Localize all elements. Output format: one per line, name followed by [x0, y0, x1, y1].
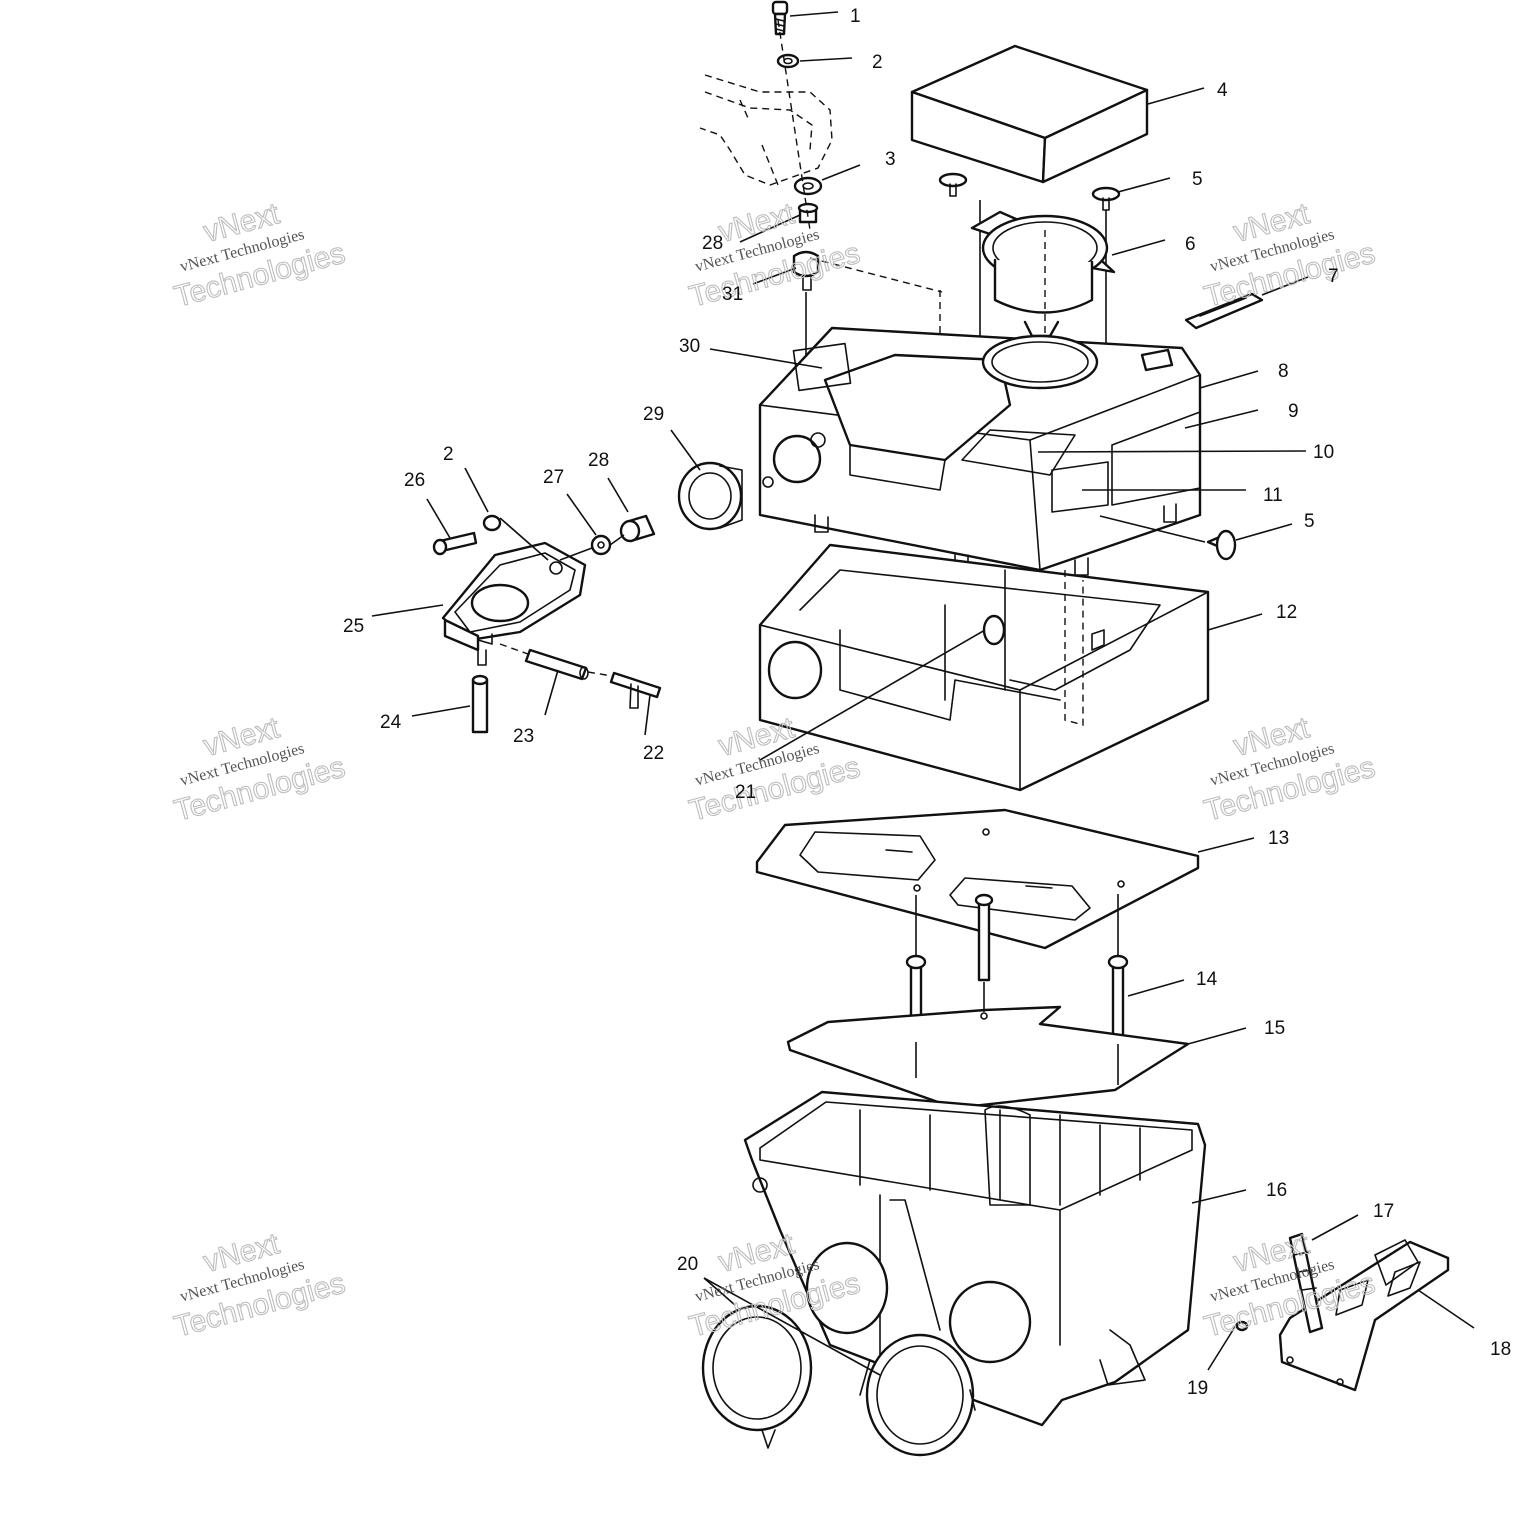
- part-17-strap: [1288, 1232, 1324, 1334]
- callout-13: 13: [1268, 828, 1289, 849]
- part-23-hose: [524, 648, 589, 681]
- part-11-decal: [1051, 461, 1109, 513]
- part-15-lower-plate: [786, 1005, 1190, 1110]
- part-30-decal: [792, 342, 852, 392]
- callout-2-lower: 2: [443, 444, 454, 465]
- callout-24: 24: [380, 712, 402, 733]
- callout-20: 20: [677, 1254, 698, 1275]
- callout-12: 12: [1276, 602, 1297, 623]
- callout-5-lower: 5: [1304, 511, 1315, 532]
- part-5-push-rivet-lower: [1099, 515, 1237, 561]
- part-16-airbox-base: [743, 1090, 1207, 1427]
- callout-21: 21: [735, 782, 756, 803]
- part-25-fuel-pump: [441, 541, 587, 666]
- watermark-top-right: vNext vNext Technologies Technologies: [1200, 197, 1379, 315]
- callout-2-upper: 2: [872, 52, 883, 73]
- part-4-filter-foam: [910, 44, 1149, 184]
- part-8-airbox-cover: [758, 326, 1202, 576]
- part-7-clip: [1184, 292, 1264, 330]
- part-14-standoffs: [905, 893, 1129, 1044]
- callout-30: 30: [679, 336, 700, 357]
- part-27-washer: [590, 534, 612, 556]
- callout-3: 3: [885, 149, 896, 170]
- callout-1: 1: [850, 6, 861, 27]
- watermark-mid-right: vNext vNext Technologies Technologies: [1200, 711, 1379, 829]
- part-24-hose: [471, 674, 489, 734]
- callout-16: 16: [1266, 1180, 1287, 1201]
- callout-leaders: [371, 11, 1475, 1376]
- part-12-airbox-housing: [758, 543, 1210, 792]
- callout-5-upper: 5: [1192, 169, 1203, 190]
- callout-18: 18: [1490, 1339, 1511, 1360]
- callout-17: 17: [1373, 1201, 1394, 1222]
- callout-14: 14: [1196, 969, 1218, 990]
- part-29-grommet: [677, 461, 743, 531]
- part-1-screw: [771, 0, 789, 36]
- part-2-nut-upper: [776, 53, 800, 69]
- callout-22: 22: [643, 743, 664, 764]
- part-9-decal: [1111, 411, 1201, 506]
- callout-28-top: 28: [702, 233, 723, 254]
- part-20-couplers: [701, 1304, 976, 1457]
- part-3-washer: [793, 176, 823, 224]
- callout-8: 8: [1278, 361, 1289, 382]
- carburetor-outline: [699, 74, 833, 186]
- callout-26: 26: [404, 470, 425, 491]
- callout-15: 15: [1264, 1018, 1285, 1039]
- part-13-gasket-plate: [755, 808, 1200, 950]
- callout-25: 25: [343, 616, 364, 637]
- part-18-bracket: [1278, 1239, 1450, 1392]
- watermark-mid-left: vNext vNext Technologies Technologies: [170, 711, 349, 829]
- part-6-intake-adapter: [970, 210, 1116, 338]
- part-19-screw: [1235, 1320, 1249, 1332]
- callout-19: 19: [1187, 1378, 1208, 1399]
- callout-10: 10: [1313, 442, 1334, 463]
- callout-6: 6: [1185, 234, 1196, 255]
- callout-7: 7: [1328, 266, 1339, 287]
- callout-27: 27: [543, 467, 564, 488]
- watermark-bottom-left: vNext vNext Technologies Technologies: [170, 1227, 349, 1345]
- callout-9: 9: [1288, 401, 1299, 422]
- callout-11: 11: [1263, 485, 1283, 506]
- watermark-top-left: vNext vNext Technologies Technologies: [170, 197, 349, 315]
- callout-28-right: 28: [588, 450, 609, 471]
- part-10-decal: [961, 429, 1076, 476]
- callout-29: 29: [643, 404, 664, 425]
- part-28-spacer: [619, 514, 656, 543]
- part-26-screw: [432, 531, 478, 556]
- part-22-tee-fitting: [609, 671, 662, 709]
- callout-4: 4: [1217, 80, 1228, 101]
- callout-23: 23: [513, 726, 534, 747]
- callout-labels: 1 2 3 4 5 6 7 8 9 10 11 5 12 13 14 15 16…: [343, 6, 1511, 1399]
- part-2-nut-lower: [482, 514, 502, 532]
- callout-31: 31: [722, 284, 743, 305]
- watermark-top-center: vNext vNext Technologies Technologies: [685, 197, 864, 315]
